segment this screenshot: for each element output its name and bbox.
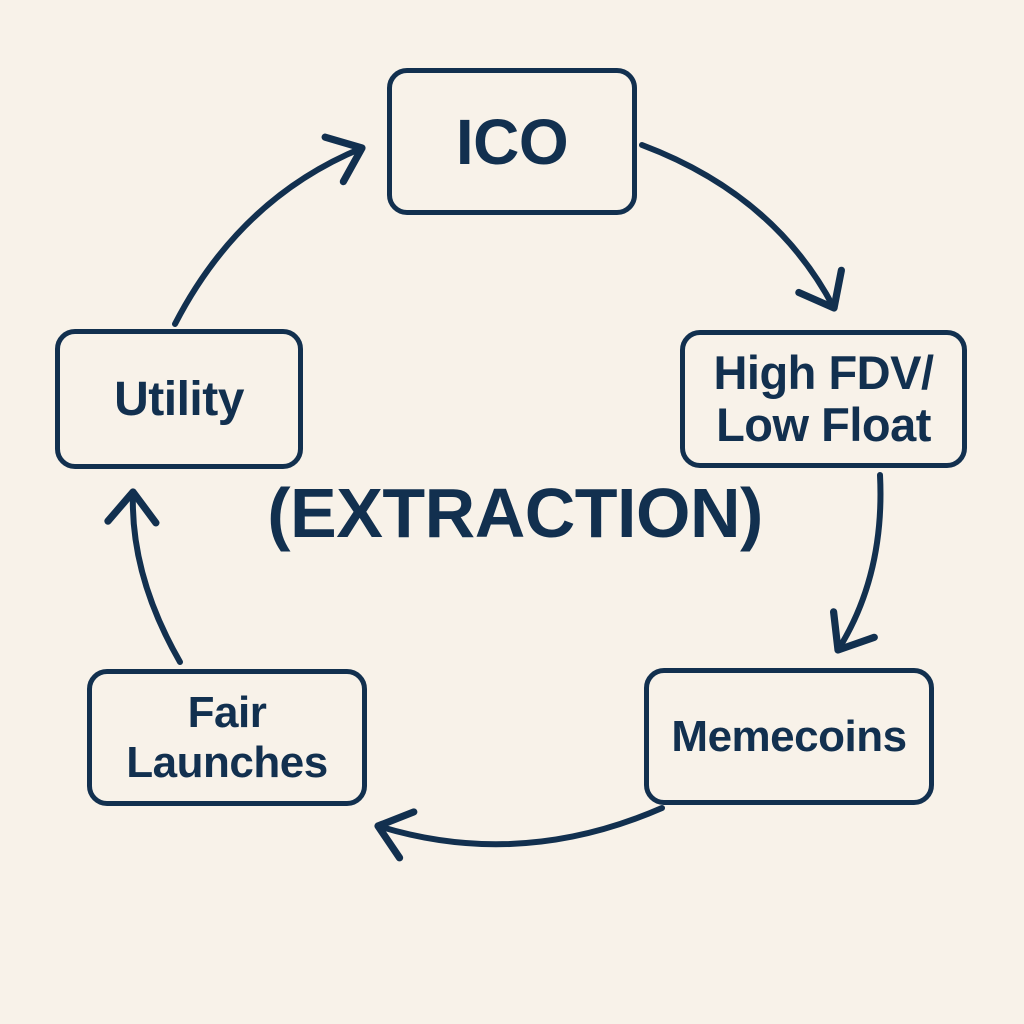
node-high-fdv-low-float: High FDV/ Low Float bbox=[680, 330, 967, 468]
arrow-fair-to-util bbox=[104, 488, 183, 665]
node-utility-label: Utility bbox=[114, 372, 244, 426]
arrow-util-to-ico bbox=[172, 133, 366, 327]
arrow-fdv-to-meme bbox=[829, 472, 884, 654]
arrow-ico-to-fdv bbox=[639, 142, 845, 312]
node-fair-label-line1: Fair bbox=[187, 687, 267, 737]
node-memecoins: Memecoins bbox=[644, 668, 934, 805]
node-utility: Utility bbox=[55, 329, 303, 469]
node-fair-label-line2: Launches bbox=[126, 737, 328, 787]
node-fair-launches: Fair Launches bbox=[87, 669, 367, 806]
node-fdv-label-line1: High FDV/ bbox=[713, 346, 934, 399]
center-label: (EXTRACTION) bbox=[267, 474, 763, 552]
node-memecoins-label: Memecoins bbox=[671, 711, 907, 761]
node-ico-label: ICO bbox=[455, 105, 569, 178]
node-fdv-label-line2: Low Float bbox=[716, 398, 931, 451]
node-ico: ICO bbox=[387, 68, 637, 215]
arrow-meme-to-fair bbox=[374, 805, 665, 862]
